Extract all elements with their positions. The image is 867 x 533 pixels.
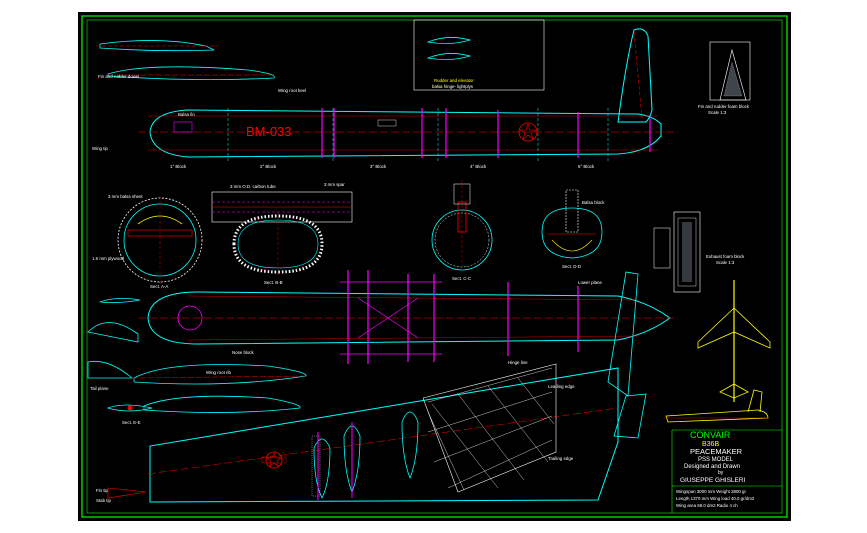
fin-block-label: Fin and rudder foam block <box>698 104 750 109</box>
spec-line: Length 1370 mm Wing load 40.0 gr/dm2 <box>676 496 755 501</box>
tail-fin <box>617 28 653 123</box>
wing-root-rib <box>133 364 307 385</box>
rudder-elevator-box <box>413 19 545 91</box>
section-label: Sect. A-A <box>150 284 168 289</box>
note: Balsa block <box>582 200 605 205</box>
note: Nose block <box>232 350 255 355</box>
plane-thumbnail-top <box>697 280 771 402</box>
title-block: CONVAIR B36B PEACEMAKER PSS MODEL Design… <box>671 429 782 513</box>
title-line-5: Designed and Drawn <box>684 464 740 470</box>
wing-tip-template <box>99 40 215 52</box>
note: Wing root keel <box>278 88 306 93</box>
wing-planform <box>147 363 619 503</box>
section-a-a <box>117 196 203 284</box>
note: 3 mm balsa sheet <box>108 194 143 199</box>
note: Stab tip <box>96 498 111 503</box>
station-label: 5° Block <box>578 164 595 169</box>
note: Hinge line <box>508 360 528 365</box>
exhaust-scale: Scale 1:3 <box>716 260 735 265</box>
section-label: Sect. B-B <box>264 280 283 285</box>
note: Balsa fin <box>178 112 195 117</box>
plane-thumbnail-side <box>664 389 769 423</box>
note: Lower plane <box>578 280 602 285</box>
stab-tip-shape <box>87 360 134 379</box>
note: Trailing edge <box>548 456 574 461</box>
title-line-6: by <box>718 470 724 476</box>
title-line-1: CONVAIR <box>690 430 731 440</box>
note: 1.5 mm plywood <box>92 256 125 261</box>
exhaust-block <box>653 211 701 293</box>
title-line-3: PEACEMAKER <box>690 447 743 456</box>
note: Tail plane <box>90 386 109 391</box>
fuselage-plan-view <box>138 270 678 364</box>
note: Fin tip <box>96 488 109 493</box>
title-line-4: PSS MODEL <box>698 457 734 463</box>
note: Fin and rudder dowel <box>98 74 139 79</box>
fin-tip-shape <box>87 322 139 343</box>
station-label: 4° Block <box>470 164 487 169</box>
outer-frame <box>81 15 788 518</box>
station-label: 3° Block <box>370 164 387 169</box>
station-label: 1° Block <box>170 164 187 169</box>
note: 3 mm O.D. carbon tube <box>230 184 276 189</box>
cad-drawing-sheet: BM-033 1° Block 2° Block 3° Block 4° Blo… <box>78 12 791 521</box>
section-label: Sect. C-C <box>452 276 471 281</box>
fuselage-side-view <box>138 108 678 162</box>
section-c-c <box>431 180 493 274</box>
small-airfoil <box>99 298 141 304</box>
spec-line: Wingspan 3000 mm Weight 2800 gr <box>676 489 747 494</box>
section-label: Sect. D-D <box>562 264 581 269</box>
section-label: Sect. E-E <box>122 420 141 425</box>
title-line-2: B36B <box>702 441 719 448</box>
note: Wing tip <box>92 146 108 151</box>
exhaust-label: Exhaust foam block <box>706 254 745 259</box>
station-label: 2° Block <box>260 164 277 169</box>
fuselage-marking: BM-033 <box>246 124 292 139</box>
rudder-elevator-sub: balsa hinge- lightplys <box>432 84 474 89</box>
rudder-elevator-title: Rudder and elevator <box>434 78 474 83</box>
note: Leading edge <box>548 384 575 389</box>
note: 3 mm spar <box>324 182 345 187</box>
title-line-7: GIUSEPPE GHISLERI <box>680 477 746 484</box>
wing-root-rib-label: Wing root rib <box>206 370 231 375</box>
spec-line: Wing area 68.0 dm2 Radio 4 ch <box>676 503 738 508</box>
plan-drawing: BM-033 1° Block 2° Block 3° Block 4° Blo… <box>81 15 788 518</box>
fin-rudder-block <box>709 41 751 101</box>
fin-block-scale: Scale 1:3 <box>708 110 727 115</box>
section-b-b <box>211 191 353 276</box>
section-d-d <box>541 189 603 259</box>
